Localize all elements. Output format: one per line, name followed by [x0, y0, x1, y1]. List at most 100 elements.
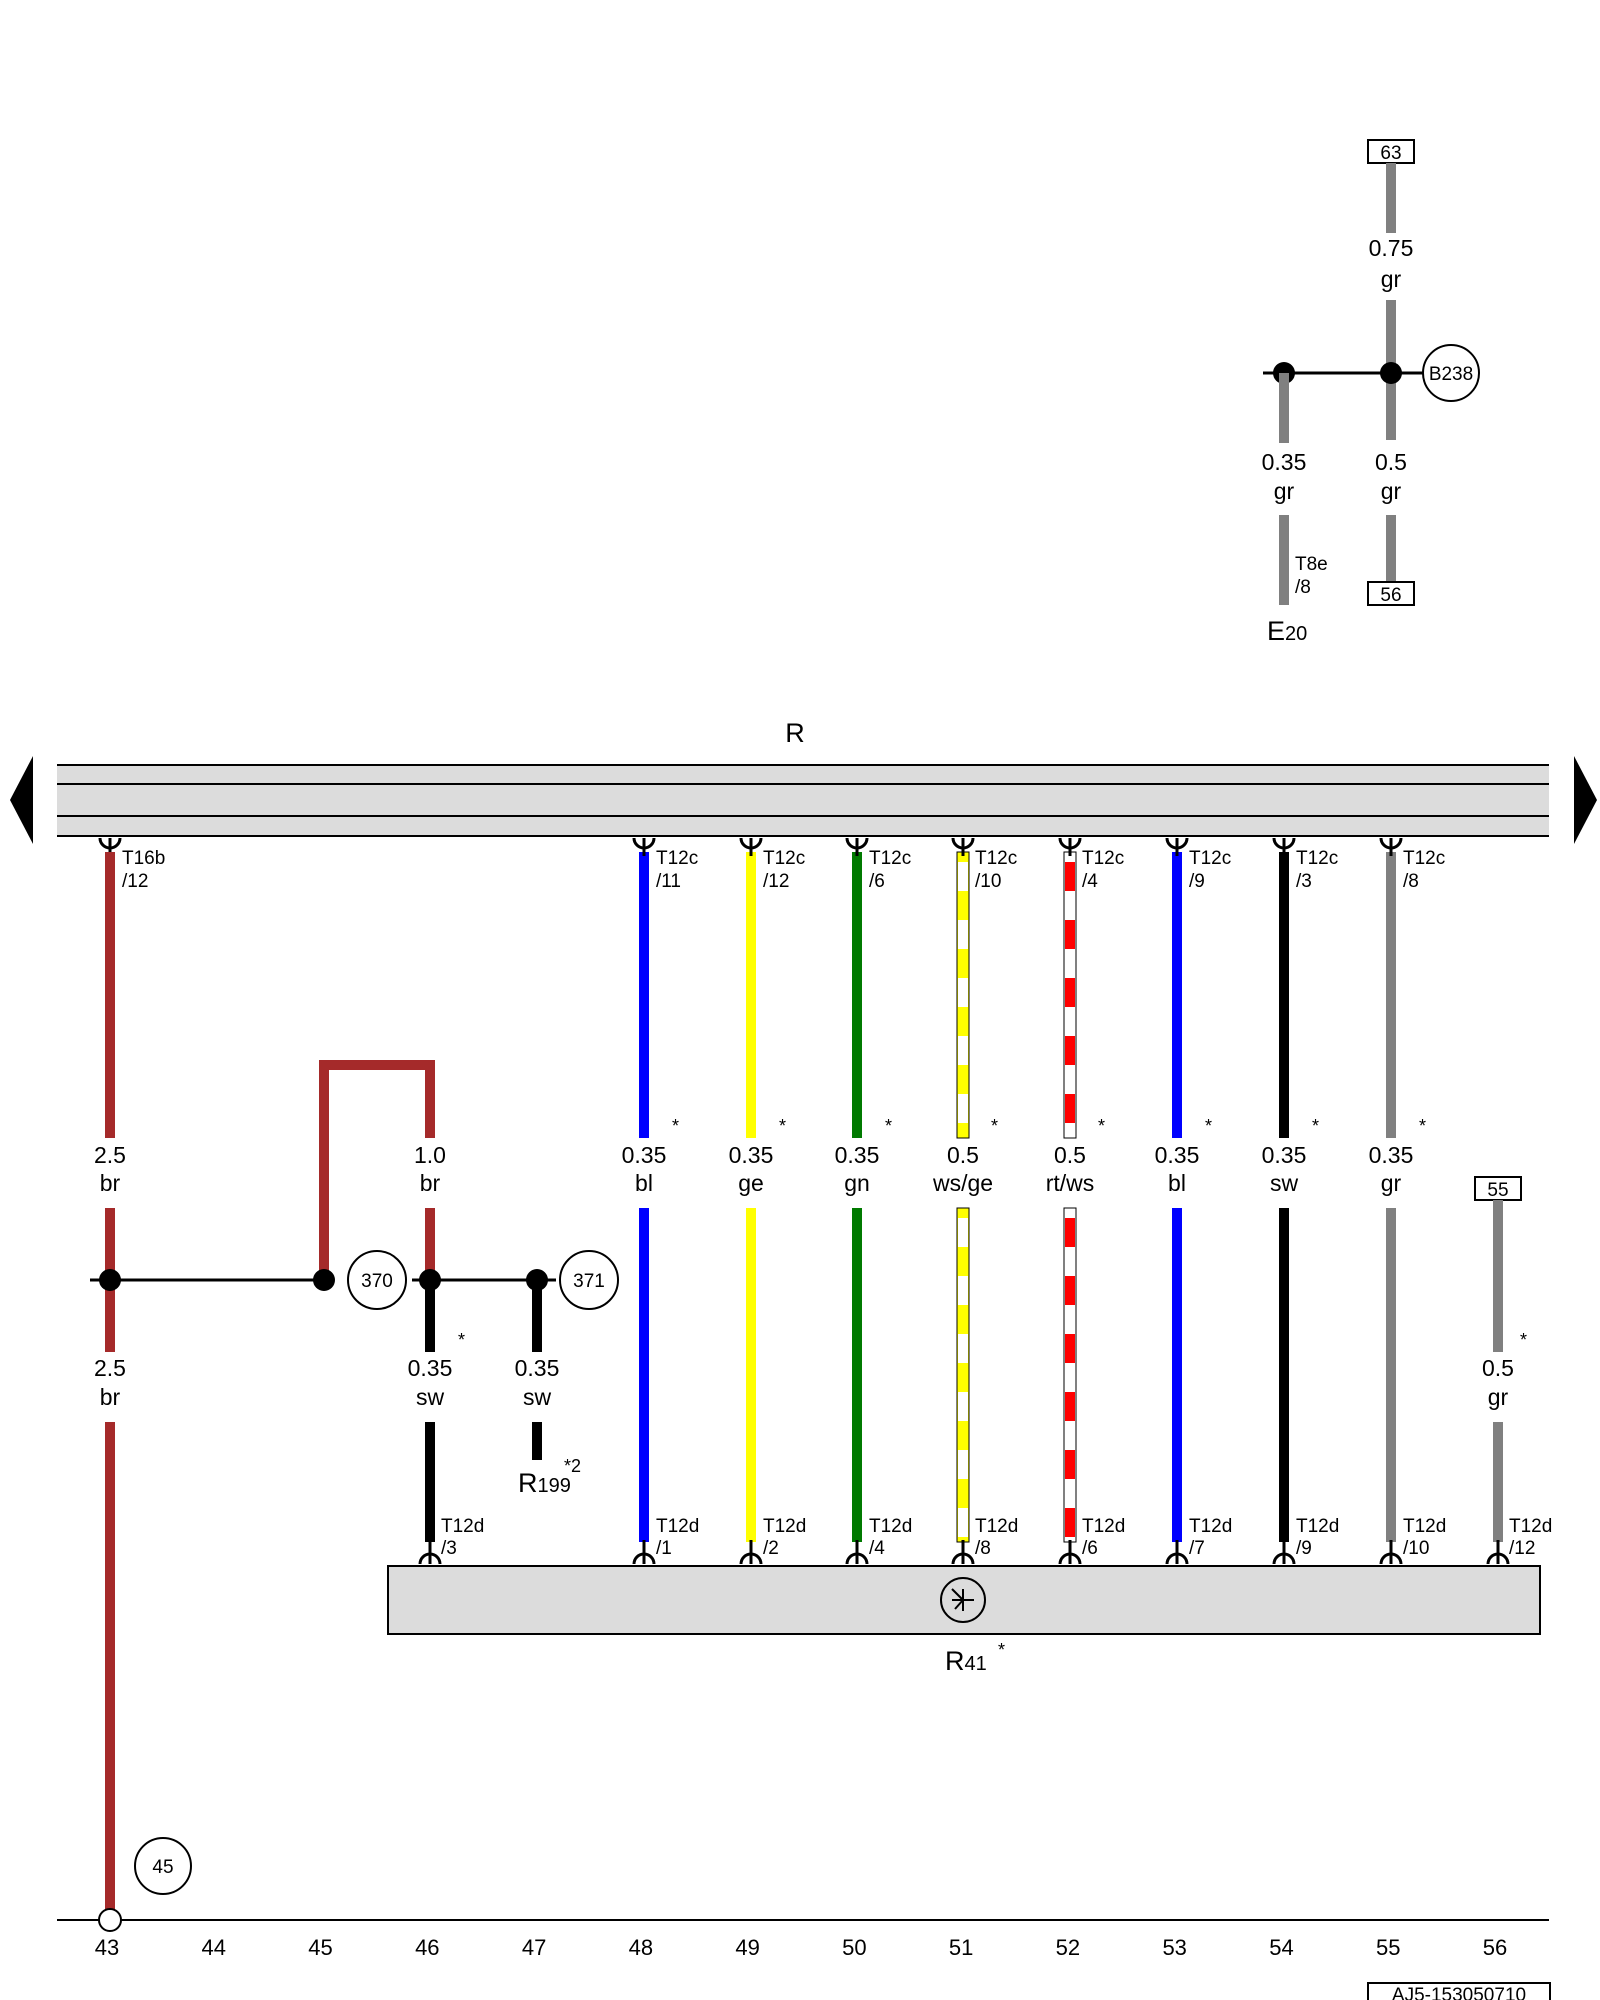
top-pin-a: T12c	[1296, 848, 1338, 869]
top-pin-b: /6	[869, 871, 885, 892]
wire-47-size: 0.35	[515, 1355, 560, 1381]
wire-br-loop	[319, 1060, 435, 1280]
ref-circle-371[interactable]	[559, 1250, 619, 1310]
top-pin-b: /8	[1403, 871, 1419, 892]
ground-terminal[interactable]	[98, 1908, 122, 1932]
top-pin-b: /4	[1082, 871, 1098, 892]
wire-size: 0.35	[622, 1142, 667, 1168]
wire-43-size-bottom: 2.5	[94, 1355, 126, 1381]
top-pin-b: /12	[763, 871, 789, 892]
top-pin-b: /11	[656, 871, 681, 892]
axis-label: 51	[949, 1935, 973, 1960]
wire-size: 0.35	[729, 1142, 774, 1168]
wire-size: 0.35	[835, 1142, 880, 1168]
wire-46-color-bottom: sw	[416, 1384, 445, 1410]
junction-dot	[1380, 362, 1402, 384]
connector-t12d[interactable]	[1058, 1540, 1082, 1565]
connector-t12c[interactable]	[632, 837, 656, 856]
bottom-pin-a: T12d	[869, 1516, 912, 1537]
wire-size: 0.5	[1054, 1142, 1086, 1168]
wire-63-size: 0.75	[1369, 235, 1414, 261]
wire-52-lower-stripe	[1065, 1392, 1075, 1421]
r199-mark: *2	[564, 1456, 581, 1476]
wire-51-lower-stripe	[958, 1450, 968, 1479]
wire-63-color: gr	[1381, 266, 1402, 292]
axis-label: 46	[415, 1935, 439, 1960]
ref-circle-370[interactable]	[347, 1250, 407, 1310]
connector-t12d-3[interactable]	[418, 1540, 442, 1565]
ref-box-56-label: 56	[1380, 585, 1401, 606]
t12d-3-pin-a: T12d	[441, 1516, 484, 1537]
connector-t12c[interactable]	[845, 837, 869, 856]
ref-circle-45-label: 45	[152, 1857, 173, 1878]
wire-color: rt/ws	[1046, 1170, 1095, 1196]
component-r199[interactable]: R199	[518, 1468, 571, 1498]
connector-t12d-12[interactable]	[1486, 1540, 1510, 1565]
connector-t12d[interactable]	[739, 1540, 763, 1565]
connector-t12d[interactable]	[632, 1540, 656, 1565]
continue-right-arrow[interactable]	[1574, 756, 1597, 844]
bottom-pin-b: /7	[1189, 1538, 1205, 1559]
wire-51-lower	[956, 1207, 970, 1543]
ref-circle-b238-label: B238	[1429, 364, 1473, 385]
bottom-pin-a: T12d	[763, 1516, 806, 1537]
wire-46-size-bottom: 0.35	[408, 1355, 453, 1381]
wire-52-lower-stripe	[1065, 1508, 1075, 1537]
wire-56-mark: *	[1520, 1330, 1527, 1350]
wire-43-color-bottom: br	[100, 1384, 121, 1410]
connector-t12d[interactable]	[951, 1540, 975, 1565]
connector-t12c[interactable]	[1379, 837, 1403, 856]
bottom-pin-b: /2	[763, 1538, 779, 1559]
r41-mark: *	[998, 1640, 1005, 1660]
top-pin-a: T12c	[1189, 848, 1231, 869]
connector-t12d[interactable]	[1272, 1540, 1296, 1565]
ref-circle-370-label: 370	[361, 1271, 393, 1292]
axis-label: 53	[1162, 1935, 1186, 1960]
connector-t12c[interactable]	[1165, 837, 1189, 856]
ref-box-56[interactable]	[1367, 581, 1415, 606]
component-r41[interactable]: R41	[945, 1646, 987, 1676]
connector-t12c[interactable]	[739, 837, 763, 856]
wire-52-lower-stripe	[1065, 1334, 1075, 1363]
connector-t12c[interactable]	[951, 837, 975, 856]
axis-label: 47	[522, 1935, 546, 1960]
bottom-pin-b: /8	[975, 1538, 991, 1559]
ref-circle-45[interactable]	[134, 1837, 192, 1895]
top-pin-a: T12c	[763, 848, 805, 869]
junction-dot	[526, 1269, 548, 1291]
ref-box-63-label: 63	[1380, 143, 1401, 164]
wire-size: 0.5	[947, 1142, 979, 1168]
top-pin-a: T12c	[1403, 848, 1445, 869]
relay-panel[interactable]	[57, 765, 1549, 837]
wire-color: ws/ge	[932, 1170, 993, 1196]
axis-label: 50	[842, 1935, 866, 1960]
wire-56-size: 0.5	[1482, 1355, 1514, 1381]
continue-left-arrow[interactable]	[10, 756, 33, 844]
connector-t12d[interactable]	[845, 1540, 869, 1565]
component-e20[interactable]: E20	[1267, 616, 1307, 646]
wire-color: bl	[635, 1170, 653, 1196]
wire-51-lower-stripe	[958, 1218, 968, 1247]
wire-52-lower-stripe	[1065, 1276, 1075, 1305]
wire-mark: *	[1098, 1116, 1105, 1136]
wire-47-color: sw	[523, 1384, 552, 1410]
top-pin-a: T12c	[869, 848, 911, 869]
ref-circle-b238[interactable]	[1422, 344, 1480, 402]
wire-mark: *	[1419, 1116, 1426, 1136]
wire-52-lower-stripe	[1065, 1450, 1075, 1479]
connector-t12c[interactable]	[1272, 837, 1296, 856]
axis-label: 44	[202, 1935, 226, 1960]
connector-t12d[interactable]	[1165, 1540, 1189, 1565]
bottom-pin-a: T12d	[975, 1516, 1018, 1537]
component-r-label[interactable]: R	[785, 718, 805, 748]
wire-color: sw	[1270, 1170, 1299, 1196]
connector-t12d[interactable]	[1379, 1540, 1403, 1565]
axis-label: 55	[1376, 1935, 1400, 1960]
axis-label: 45	[308, 1935, 332, 1960]
top-circuit: 63 0.75 gr B238 0.35 gr T8e /8 E20 0.5 g…	[1262, 139, 1480, 646]
wire-e20-color: gr	[1274, 478, 1295, 504]
connector-t12c[interactable]	[1058, 837, 1082, 856]
